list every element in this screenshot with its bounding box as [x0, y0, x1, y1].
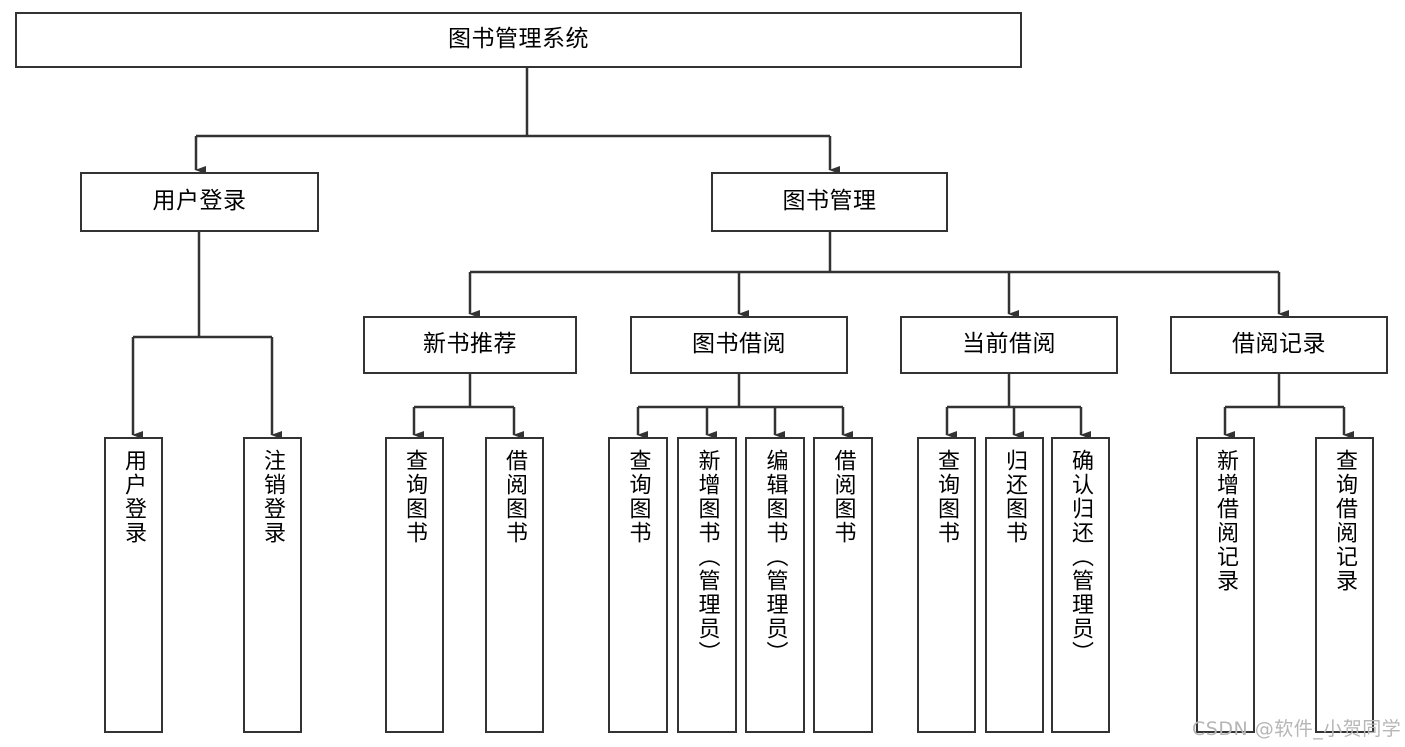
node-user-login[interactable]: 用户登录 — [80, 172, 319, 232]
node-root-book-management-system[interactable]: 图书管理系统 — [15, 12, 1022, 68]
node-label: 用户登录 — [152, 188, 247, 215]
node-leaf-logout-login[interactable]: 注销登录 — [243, 437, 302, 733]
node-label: 新增图书（管理员） — [694, 449, 720, 665]
node-current-borrow[interactable]: 当前借阅 — [900, 316, 1118, 374]
node-label: 编辑图书（管理员） — [762, 449, 788, 665]
node-label: 图书管理系统 — [448, 26, 589, 53]
node-label: 借阅图书 — [502, 449, 528, 545]
node-label: 查询图书 — [402, 449, 428, 545]
node-leaf-query-book-2[interactable]: 查询图书 — [608, 437, 668, 733]
node-leaf-add-record[interactable]: 新增借阅记录 — [1196, 437, 1255, 733]
node-leaf-query-book-1[interactable]: 查询图书 — [385, 437, 444, 733]
node-label: 确认归还（管理员） — [1068, 449, 1094, 665]
node-label: 查询借阅记录 — [1332, 449, 1358, 593]
node-label: 借阅记录 — [1232, 331, 1326, 358]
node-label: 当前借阅 — [962, 331, 1056, 358]
node-label: 归还图书 — [1002, 449, 1028, 545]
node-leaf-user-login[interactable]: 用户登录 — [104, 437, 163, 733]
node-borrow-record[interactable]: 借阅记录 — [1170, 316, 1388, 374]
node-leaf-edit-book[interactable]: 编辑图书（管理员） — [745, 437, 805, 733]
node-label: 注销登录 — [260, 449, 286, 545]
node-label: 查询图书 — [934, 449, 960, 545]
node-leaf-query-book-3[interactable]: 查询图书 — [917, 437, 976, 733]
node-leaf-return-book[interactable]: 归还图书 — [985, 437, 1044, 733]
node-leaf-confirm-return[interactable]: 确认归还（管理员） — [1051, 437, 1110, 733]
node-label: 图书借阅 — [692, 331, 786, 358]
node-label: 新增借阅记录 — [1213, 449, 1239, 593]
node-book-borrow[interactable]: 图书借阅 — [630, 316, 848, 374]
node-leaf-add-book[interactable]: 新增图书（管理员） — [677, 437, 737, 733]
node-label: 图书管理 — [782, 188, 877, 215]
node-leaf-borrow-book-2[interactable]: 借阅图书 — [813, 437, 873, 733]
node-label: 新书推荐 — [423, 331, 517, 358]
node-leaf-borrow-book-1[interactable]: 借阅图书 — [485, 437, 544, 733]
node-leaf-query-record[interactable]: 查询借阅记录 — [1315, 437, 1374, 733]
node-label: 用户登录 — [121, 449, 147, 545]
node-label: 借阅图书 — [830, 449, 856, 545]
node-book-manage[interactable]: 图书管理 — [711, 172, 948, 232]
node-new-book-recommend[interactable]: 新书推荐 — [363, 316, 577, 374]
node-label: 查询图书 — [625, 449, 651, 545]
